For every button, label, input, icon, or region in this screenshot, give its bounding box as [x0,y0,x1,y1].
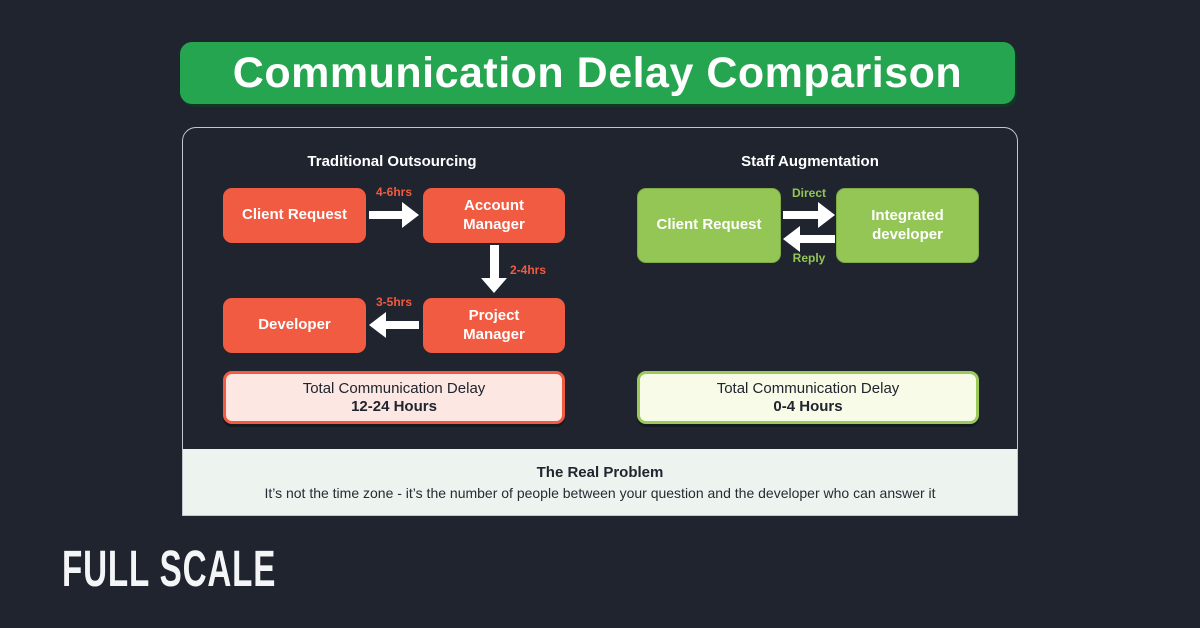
comparison-panel: Traditional Outsourcing Client Request A… [182,127,1018,516]
page-title: Communication Delay Comparison [232,48,963,97]
delay-label-project-to-developer: 3-5hrs [375,295,413,309]
node-developer: Developer [223,298,366,353]
arrow-left-icon [783,226,835,252]
fullscale-logo: FULL SCALE [62,541,277,598]
title-banner: Communication Delay Comparison [180,42,1015,104]
node-client-request-right: Client Request [637,188,781,263]
reply-label: Reply [792,251,826,265]
total-delay-caption: Total Communication Delay [302,380,486,397]
staff-augmentation-heading: Staff Augmentation [741,153,879,170]
node-integrated-developer: Integrated developer [836,188,979,263]
total-delay-value: 12-24 Hours [351,398,437,415]
traditional-outsourcing-heading: Traditional Outsourcing [307,153,477,170]
delay-label-account-to-project: 2-4hrs [510,263,547,277]
arrow-right-icon [783,202,835,228]
node-client-request-left: Client Request [223,188,366,243]
arrow-right-icon [369,202,419,228]
arrow-left-icon [369,312,419,338]
direct-label: Direct [791,186,826,200]
node-project-manager: Project Manager [423,298,565,353]
total-delay-box-staff-augmentation: Total Communication Delay 0-4 Hours [637,371,979,424]
real-problem-heading: The Real Problem [536,463,664,481]
total-delay-box-traditional: Total Communication Delay 12-24 Hours [223,371,565,424]
delay-label-client-to-account: 4-6hrs [375,185,413,199]
node-account-manager: Account Manager [423,188,565,243]
real-problem-strip: The Real Problem It’s not the time zone … [183,449,1017,515]
arrow-down-icon [481,245,507,293]
real-problem-text: It’s not the time zone - it’s the number… [264,484,936,501]
total-delay-value: 0-4 Hours [773,398,843,415]
total-delay-caption: Total Communication Delay [716,380,900,397]
